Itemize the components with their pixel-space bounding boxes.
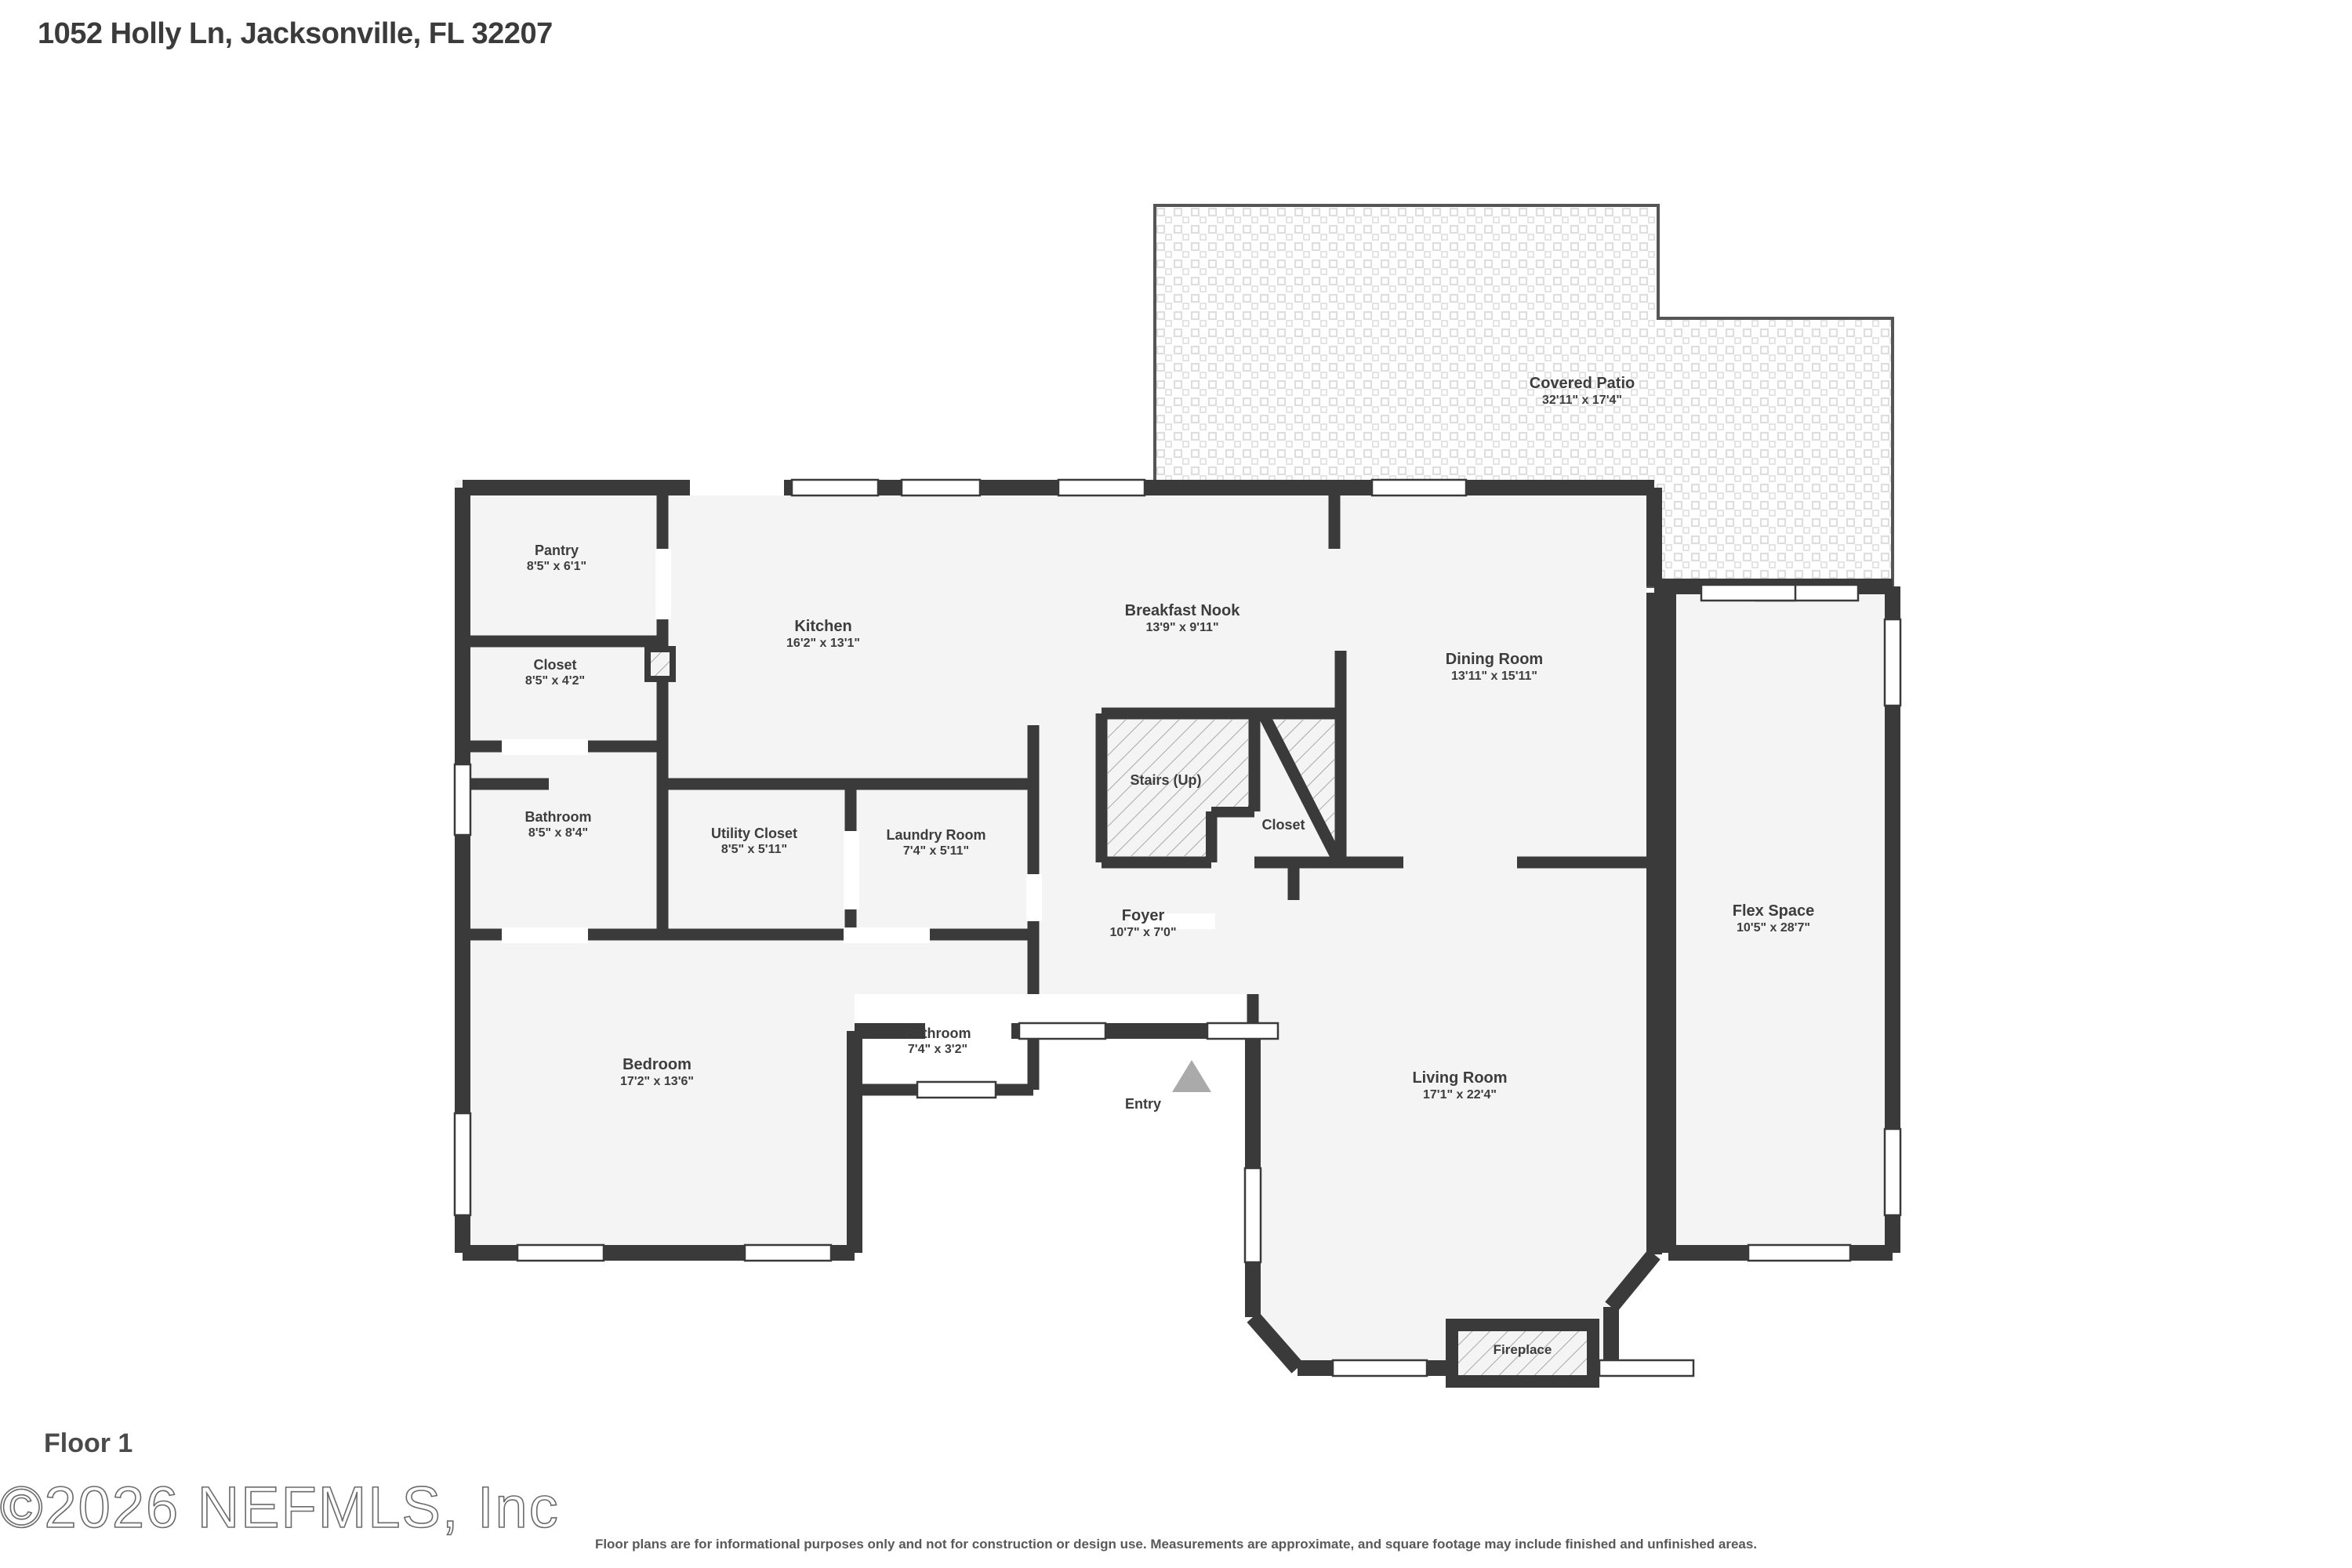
stairs-hatch [1108,720,1248,856]
fireplace [1446,1319,1599,1388]
page-title: 1052 Holly Ln, Jacksonville, FL 32207 [38,17,553,50]
copyright-watermark: ©2026 NEFMLS, Inc [0,1474,560,1541]
floor-label: Floor 1 [44,1428,133,1458]
disclaimer-text: Floor plans are for informational purpos… [594,1537,1758,1552]
pantry-corner-hatch [644,646,676,682]
under-stair-closet-hatch [1258,712,1343,862]
entry-marker-icon [1172,1060,1211,1092]
door-openings [502,549,1215,943]
room-floor-fills [455,480,1893,1368]
windows [453,478,1902,1377]
